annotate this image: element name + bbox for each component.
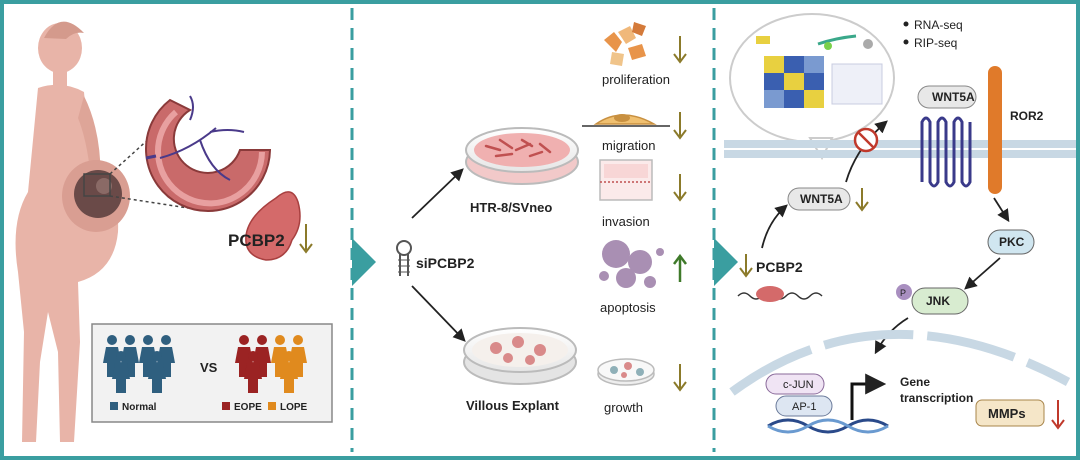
ror2-to-pkc-arrow <box>993 197 1010 223</box>
ror2-receptor-icon <box>988 66 1002 194</box>
vs-label: VS <box>200 360 218 375</box>
dna-helix-icon <box>767 418 889 434</box>
zoom-line-bottom <box>109 195 189 209</box>
htr-dish-icon <box>465 127 579 185</box>
growth-dish-icon <box>597 358 655 386</box>
bullet-rip-seq <box>903 39 909 45</box>
migration-down-arrow-icon <box>673 112 687 140</box>
eope-swatch <box>222 402 230 410</box>
invasion-transwell-icon <box>599 159 653 201</box>
arrow-to-explant <box>411 285 466 342</box>
pcbp2-label-panel1: PCBP2 <box>228 231 285 250</box>
pcbp2-protein-icon <box>245 191 301 261</box>
wnt5a-cytoplasm <box>787 187 851 211</box>
down-arrow-icon <box>299 224 313 254</box>
ror2-label: ROR2 <box>1010 109 1044 123</box>
pcbp2-bound-protein-icon <box>756 286 784 302</box>
transcription-start-arrow <box>850 373 887 420</box>
pcbp2-to-wnt5a-arrow <box>761 204 788 249</box>
normal-swatch <box>110 402 118 410</box>
pregnant-woman-figure <box>15 21 130 443</box>
legend-normal: Normal <box>122 402 157 413</box>
jnk-node <box>911 287 969 315</box>
cell-line-label: HTR-8/SVneo <box>470 200 552 215</box>
invasion-label: invasion <box>602 214 650 229</box>
growth-label: growth <box>604 400 643 415</box>
sirna-label: siPCBP2 <box>416 255 475 271</box>
blocked-icon <box>853 127 879 153</box>
placenta-icon <box>145 95 272 212</box>
proliferation-label: proliferation <box>602 72 670 87</box>
mmps-down-arrow-icon <box>1051 400 1065 430</box>
gene-label: Gene <box>900 375 930 389</box>
method-rip-seq: RIP-seq <box>914 36 957 50</box>
wnt5a-ligand-label: WNT5A <box>932 90 975 104</box>
mmps-label: MMPs <box>988 406 1026 421</box>
invasion-down-arrow-icon <box>673 174 687 202</box>
explant-dish-icon <box>463 327 577 385</box>
panel-arrow-2 <box>714 238 738 286</box>
method-rna-seq: RNA-seq <box>914 18 963 32</box>
pkc-node <box>987 229 1035 255</box>
apoptosis-up-arrow-icon <box>673 253 687 282</box>
migration-label: migration <box>602 138 655 153</box>
eope-group-icon <box>235 335 271 393</box>
migration-cell-icon <box>582 114 670 127</box>
sirna-hairpin-icon <box>396 240 412 276</box>
jnk-label: JNK <box>926 294 950 308</box>
wnt5a-cytoplasm-label: WNT5A <box>800 192 843 206</box>
frizzled-receptor-icon <box>920 116 972 188</box>
phospho-label: P <box>900 288 906 298</box>
phospho-badge <box>896 284 912 300</box>
mmps-node <box>975 399 1045 427</box>
legend-eope: EOPE <box>234 402 262 413</box>
zoom-line-top <box>109 117 173 175</box>
pkc-to-jnk-arrow <box>964 257 1001 290</box>
transcription-label: transcription <box>900 391 973 405</box>
cohort-legend-box: VS Normal EOPE LOPE <box>91 323 333 423</box>
legend-lope: LOPE <box>280 402 308 413</box>
ap1-node <box>775 395 833 417</box>
proliferation-down-arrow-icon <box>673 36 687 64</box>
panel-arrow-1 <box>352 238 376 286</box>
growth-down-arrow-icon <box>673 364 687 392</box>
arrow-to-cell-line <box>411 168 464 219</box>
wnt5a-ligand <box>917 85 977 109</box>
heatmap-icon <box>756 36 824 108</box>
cell-membrane <box>724 140 1076 158</box>
apoptosis-cells-icon <box>599 240 664 288</box>
proliferation-cells-icon <box>604 22 646 66</box>
bullet-rna-seq <box>903 21 909 27</box>
nuclear-envelope <box>729 330 1071 396</box>
pcbp2-down-arrow-icon <box>739 254 753 278</box>
apoptosis-label: apoptosis <box>600 300 656 315</box>
cjun-node <box>765 373 825 395</box>
wnt5a-down-arrow-icon <box>855 188 869 212</box>
explant-label: Villous Explant <box>466 398 560 413</box>
ap1-label: AP-1 <box>792 401 816 413</box>
cjun-label: c-JUN <box>783 379 814 391</box>
normal-group-icon <box>103 335 175 393</box>
pkc-label: PKC <box>999 235 1025 249</box>
lope-swatch <box>268 402 276 410</box>
pcbp2-label-panel3: PCBP2 <box>756 259 803 275</box>
lope-group-icon <box>271 335 307 393</box>
